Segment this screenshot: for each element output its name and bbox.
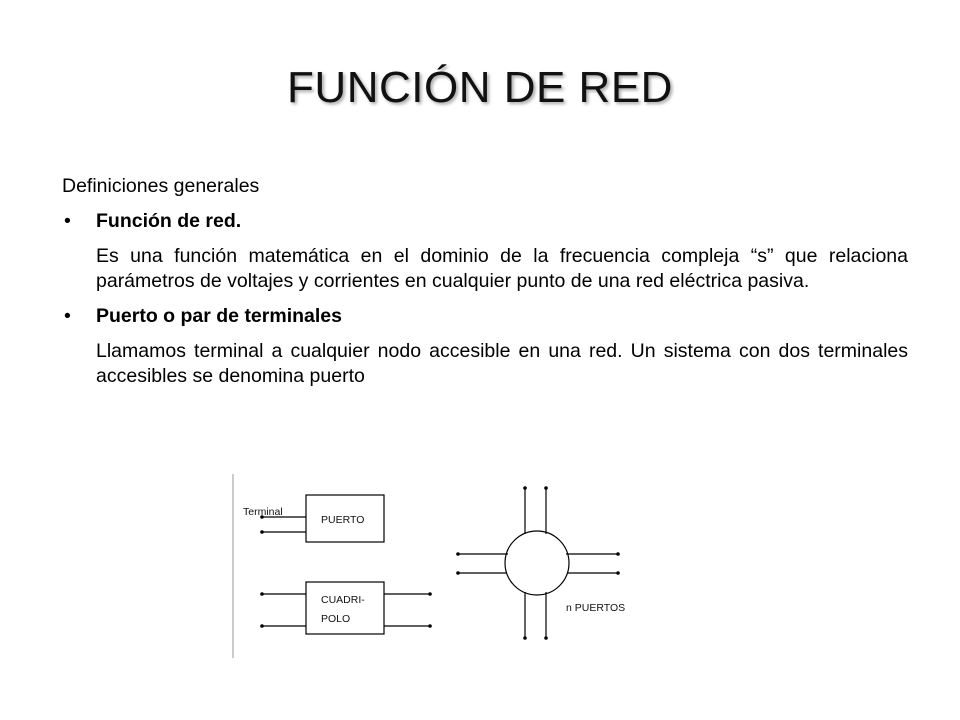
cuadripolo-label-line2: POLO <box>321 613 350 625</box>
cuadripolo-node <box>260 624 264 628</box>
bullet-paragraph: Llamamos terminal a cualquier nodo acces… <box>96 340 908 387</box>
cuadripolo-label-line1: CUADRI- <box>321 594 365 606</box>
cuadripolo-node <box>260 592 264 596</box>
puerto-box <box>305 494 385 543</box>
bullet-marker: • <box>64 305 71 327</box>
bullet-puerto: • Puerto o par de terminales <box>62 304 908 329</box>
n-port-node <box>616 552 620 556</box>
bullet-paragraph: Es una función matemática en el dominio … <box>96 245 908 292</box>
bullet-marker: • <box>64 210 71 232</box>
n-port-node <box>456 552 460 556</box>
n-port-node <box>616 571 620 575</box>
n-port-node <box>456 571 460 575</box>
bullet-funcion-de-red: • Función de red. <box>62 209 908 234</box>
terminal-label: Terminal <box>243 506 283 518</box>
port-diagram-svg: Terminal PUERTO CUADRI- POLO <box>232 474 625 658</box>
n-port-node <box>523 486 527 490</box>
slide-content: Definiciones generales • Función de red.… <box>62 174 908 399</box>
bullet-heading: Puerto o par de terminales <box>96 305 342 327</box>
n-puertos-label: n PUERTOS <box>566 602 625 614</box>
terminal-node <box>260 515 264 519</box>
n-port-circle <box>504 530 570 596</box>
n-port-node <box>544 486 548 490</box>
n-port-node <box>523 636 527 640</box>
bullet-heading: Función de red. <box>96 210 242 232</box>
puerto-label: PUERTO <box>321 514 364 526</box>
cuadripolo-box <box>305 581 385 635</box>
cuadripolo-node <box>428 624 432 628</box>
cuadripolo-node <box>428 592 432 596</box>
port-diagram: Terminal PUERTO CUADRI- POLO <box>232 472 652 660</box>
terminal-node <box>260 530 264 534</box>
slide-title: FUNCIÓN DE RED <box>287 63 673 112</box>
n-port-node <box>544 636 548 640</box>
section-heading: Definiciones generales <box>62 175 260 197</box>
